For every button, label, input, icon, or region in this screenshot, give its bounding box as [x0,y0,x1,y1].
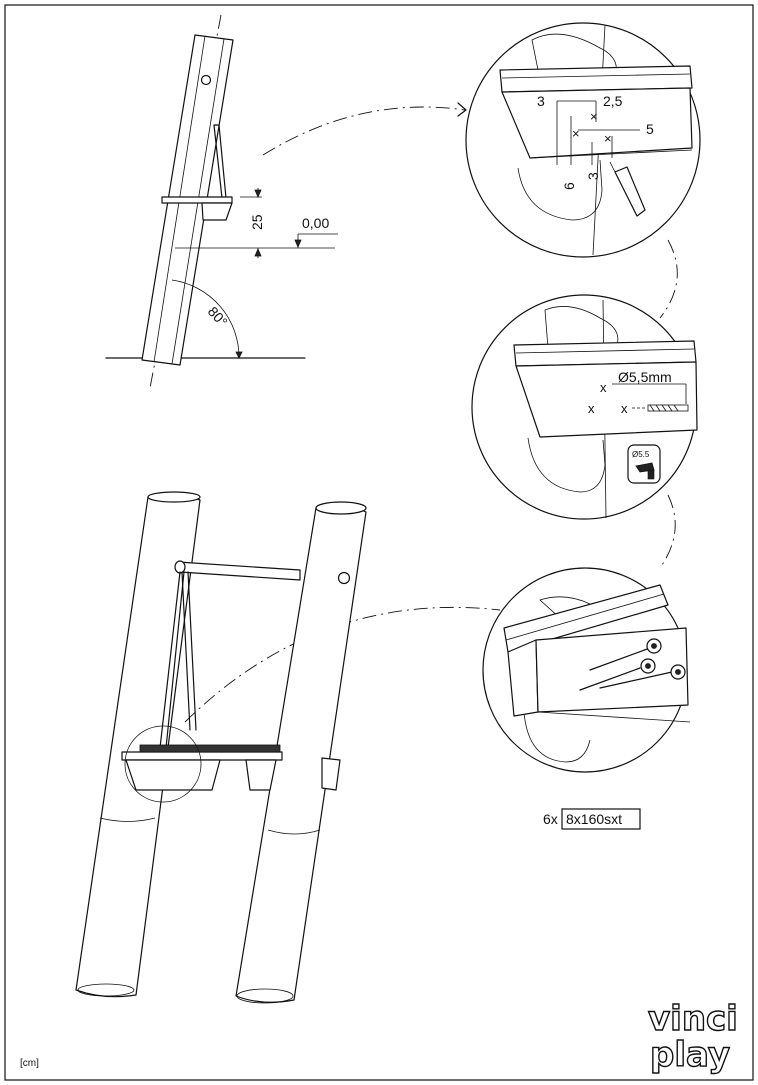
step-support [201,202,233,221]
logo-line-1: vinci [648,999,738,1039]
hole-mark-3: x [621,401,628,416]
dim-b-label: 2,5 [603,93,623,109]
dim-height-label: 25 [249,214,265,230]
detail-marker-circle [124,725,202,803]
svg-text:×: × [572,126,580,141]
detail-circle-3 [482,567,691,773]
dim-e-label: 3 [585,172,601,180]
iso-step-platform [121,751,283,761]
hole-diameter-label: Ø5,5mm [618,369,672,385]
screw-spec-label: 8x160sxt [566,811,622,827]
units-label: [cm] [20,1058,39,1069]
svg-text:×: × [590,109,598,124]
iso-frame-view [75,491,367,1004]
dim-d-label: 6 [561,182,577,190]
step-platform [161,196,233,204]
top-bar [177,561,301,581]
leader-to-detail-1 [262,106,466,156]
bolt-hole [200,74,212,86]
logo-line-2: play [650,1035,730,1075]
sheet-border [4,4,754,1081]
screw-icons [579,638,686,691]
screw-spec-box [561,808,641,830]
screw-quantity-label: 6x [543,811,558,827]
brace-rod [213,124,227,199]
detail-link-2-3 [661,494,676,566]
detail-circle-1: × × × 3 2,5 5 6 3 [465,22,701,258]
dim-level-label: 0,00 [302,215,329,231]
angle-label: 80° [205,303,231,329]
detail-link-1-2 [659,239,678,319]
vinci-play-logo: vinci play [647,998,738,1075]
hole-mark-2: x [588,401,595,416]
leader-arrowhead [457,102,467,117]
hole-mark-1: x [600,380,607,395]
side-view: 25 0,00 80° [105,14,338,389]
detail-circle-2: x x x Ø5,5mm Ø5.5 [471,294,698,520]
dim-a-label: 3 [537,93,545,109]
dim-c-label: 5 [646,121,654,137]
svg-text:×: × [604,131,612,146]
drill-badge-label: Ø5.5 [632,450,650,459]
angle-arc [171,279,240,359]
bolt-hole-right [337,571,351,585]
